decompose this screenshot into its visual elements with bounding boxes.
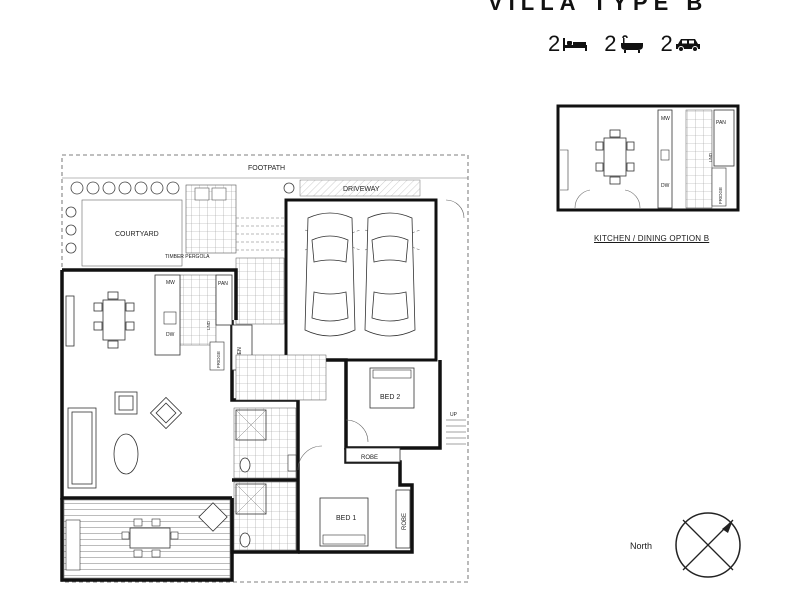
living-furniture	[65, 295, 183, 489]
driveway-zone: DRIVEWAY	[299, 179, 421, 197]
plan-title: VILLA TYPE B	[488, 0, 709, 15]
mw-label: MW	[166, 280, 175, 286]
car-right	[364, 212, 416, 337]
inset-pan-label: PAN	[716, 120, 726, 126]
up-label: UP	[450, 412, 458, 418]
alfresco-deck	[63, 499, 231, 579]
driveway-label: DRIVEWAY	[343, 186, 380, 193]
inset-lnd-label: LND	[708, 152, 713, 162]
north-compass	[675, 512, 741, 578]
car-icon	[675, 39, 700, 52]
courtyard: COURTYARD	[81, 184, 237, 267]
courtyard-label: COURTYARD	[115, 231, 159, 238]
robe2-label: ROBE	[402, 513, 408, 530]
double-garage	[284, 198, 438, 362]
inset-mw-label: MW	[661, 116, 670, 122]
timber-pergola: TIMBER PERGOLA	[165, 217, 285, 325]
dw-label: DW	[166, 332, 175, 338]
pan-label: PAN	[218, 281, 228, 287]
bathtub-icon	[620, 35, 643, 53]
parking-count: 2	[660, 31, 673, 56]
inset-fridge-label: FRIDGE	[718, 187, 723, 204]
garden-shrubs	[65, 181, 295, 254]
bed-icon	[563, 38, 588, 51]
inset-kitchen-option-b: MW PAN DW LND FRIDGE	[556, 104, 740, 212]
bathroom	[233, 407, 297, 479]
lnd-label: LND	[206, 320, 211, 330]
bedroom-1: BED 1 ROBE	[297, 445, 411, 549]
fridge-label: FRIDGE	[216, 351, 221, 368]
bathrooms-feature: 2	[604, 31, 644, 57]
footpath-zone: FOOTPATH	[62, 165, 468, 179]
bedroom-2: BED 2 ROBE	[345, 367, 415, 463]
car-left	[304, 212, 356, 337]
bathrooms-count: 2	[604, 31, 617, 56]
robe-label: ROBE	[361, 455, 378, 461]
entry-steps: UP	[445, 199, 466, 445]
parking-feature: 2	[661, 31, 701, 57]
pergola-label: TIMBER PERGOLA	[165, 254, 210, 260]
hallway	[235, 354, 327, 401]
bedrooms-count: 2	[548, 31, 561, 56]
bed2-label: BED 2	[380, 394, 400, 401]
north-label: North	[630, 541, 653, 551]
ensuite	[233, 481, 297, 551]
bedrooms-feature: 2	[548, 31, 588, 57]
inset-dw-label: DW	[661, 183, 670, 189]
feature-summary: 2 2 2	[548, 31, 711, 57]
dining-table	[93, 291, 135, 349]
linen-label: LINEN	[237, 347, 243, 362]
north-arrow-icon	[722, 520, 733, 533]
inset-caption: KITCHEN / DINING OPTION B	[594, 234, 710, 243]
footpath-label: FOOTPATH	[248, 165, 285, 172]
bed1-label: BED 1	[336, 515, 356, 522]
